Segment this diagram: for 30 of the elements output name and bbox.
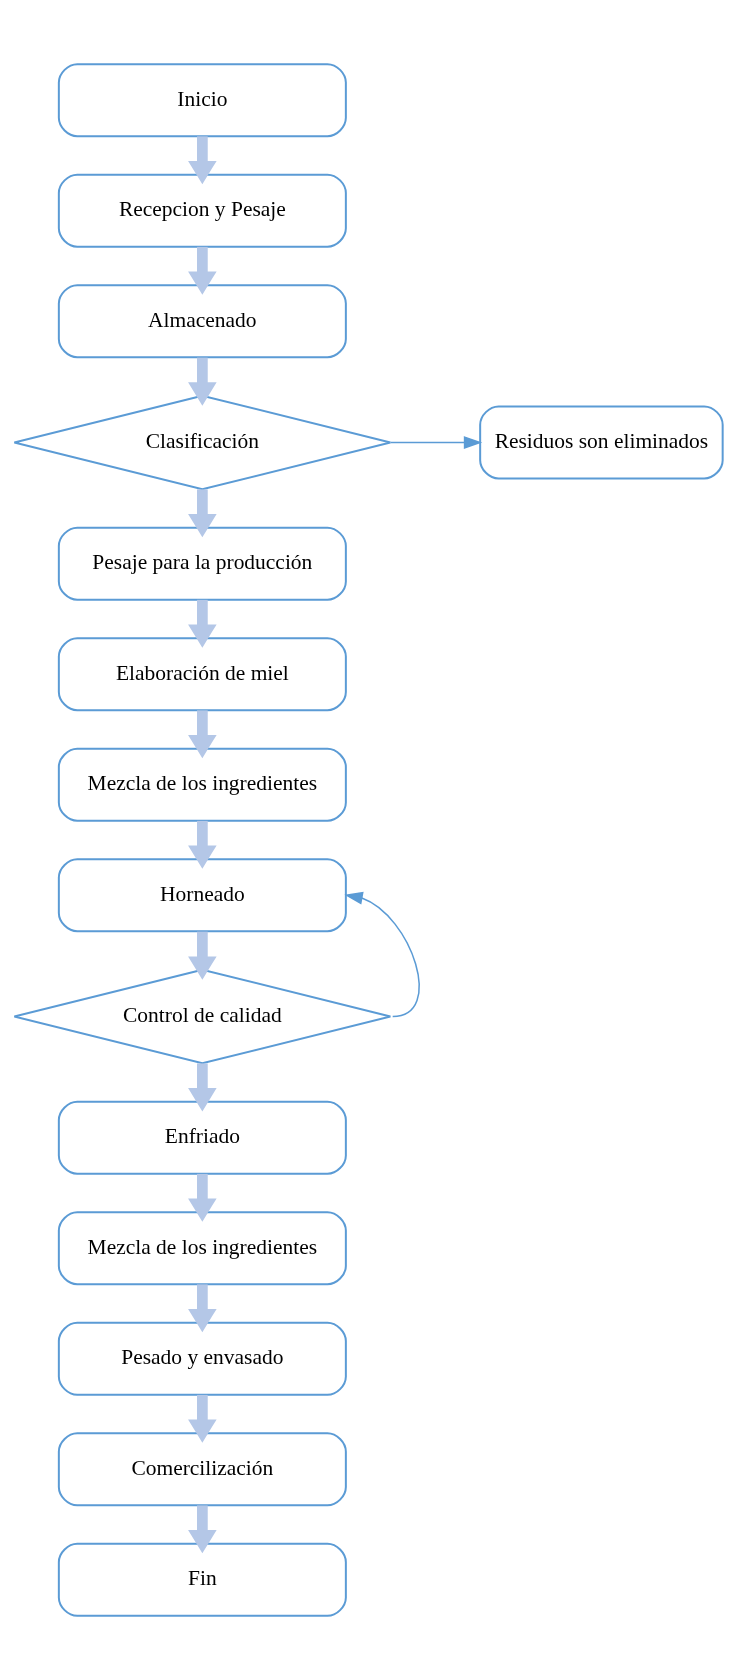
node-box: Almacenado <box>57 283 347 358</box>
node-box: Pesaje para la producción <box>57 526 347 601</box>
arrow <box>188 599 217 648</box>
node-diamond: Control de calidad <box>13 968 392 1064</box>
arrow <box>389 435 483 449</box>
arrow <box>188 488 217 537</box>
arrow <box>188 931 217 980</box>
node-box: Fin <box>57 1542 347 1617</box>
arrow <box>188 1394 217 1443</box>
node-box: Enfriado <box>57 1100 347 1175</box>
arrow <box>344 891 420 1017</box>
arrow <box>188 357 217 406</box>
node-diamond: Clasificación <box>13 394 392 490</box>
node-box: Residuos son eliminados <box>479 404 724 480</box>
arrow <box>188 1062 217 1111</box>
node-box: Inicio <box>57 62 347 137</box>
node-box: Horneado <box>57 857 347 932</box>
arrow <box>188 709 217 758</box>
node-box: Recepcion y Pesaje <box>57 173 347 248</box>
arrow <box>188 246 217 295</box>
arrow <box>188 820 217 869</box>
arrow <box>188 1504 217 1553</box>
node-box: Comercilización <box>57 1431 347 1506</box>
arrow <box>188 1173 217 1222</box>
arrow <box>188 1283 217 1332</box>
node-box: Pesado y envasado <box>57 1321 347 1396</box>
node-box: Elaboración de miel <box>57 636 347 711</box>
arrow <box>188 135 217 184</box>
node-box: Mezcla de los ingredientes <box>57 1210 347 1285</box>
node-box: Mezcla de los ingredientes <box>57 747 347 822</box>
